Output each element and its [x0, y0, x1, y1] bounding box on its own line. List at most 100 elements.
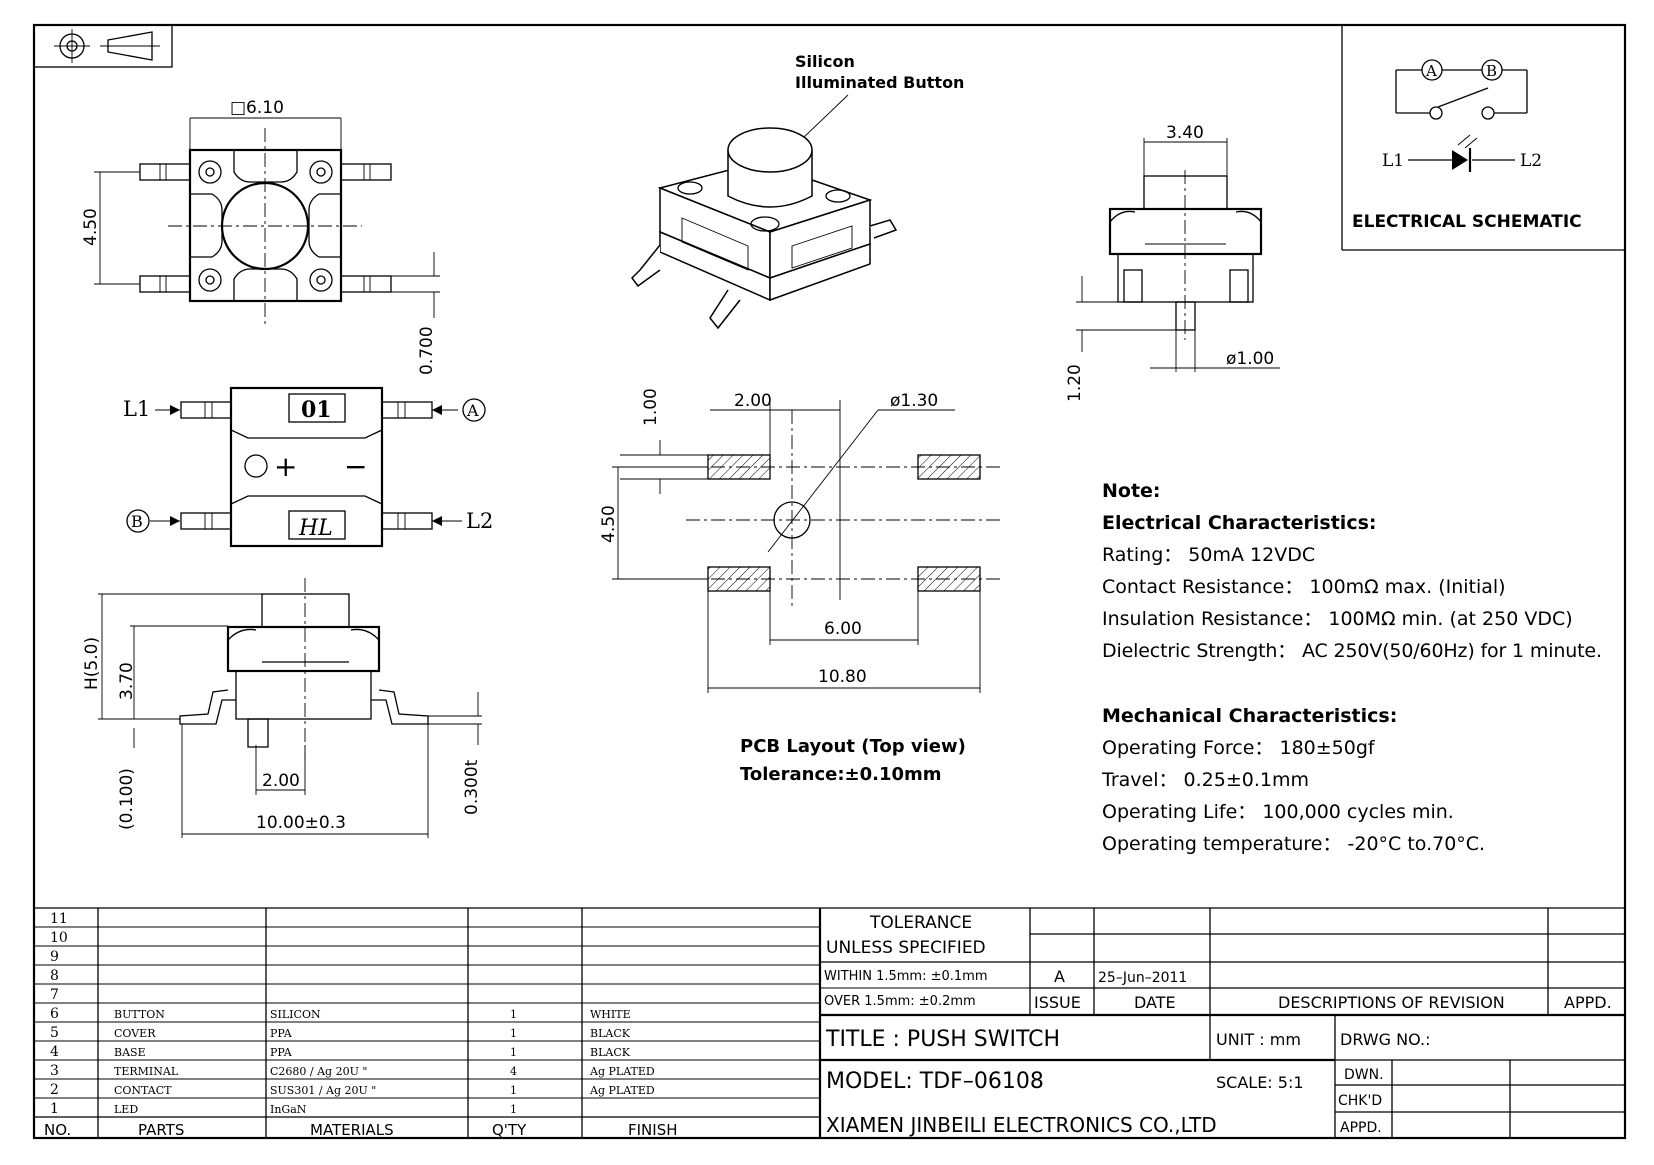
- bom-cell-finish: Ag PLATED: [589, 1065, 655, 1078]
- date-value: 25–Jun–2011: [1098, 970, 1187, 986]
- notes: Note: Electrical Characteristics: Rating…: [1101, 480, 1602, 855]
- bom-cell-material: InGaN: [270, 1103, 307, 1116]
- dim-lead-width: 0.700: [417, 326, 437, 375]
- pcb-tolerance: Tolerance:±0.10mm: [740, 764, 942, 785]
- bom-cell-qty: 1: [510, 1008, 517, 1021]
- bom-cell-finish: Ag PLATED: [589, 1084, 655, 1097]
- bottom-code: 01: [301, 397, 332, 423]
- electrical-line: Contact Resistance： 100mΩ max. (Initial): [1102, 576, 1506, 598]
- bom-cell-no: 4: [50, 1044, 59, 1060]
- dim-span: 10.00±0.3: [256, 813, 346, 833]
- descriptions-label: DESCRIPTIONS OF REVISION: [1278, 993, 1505, 1012]
- bottom-l2: L2: [466, 509, 493, 533]
- bottom-a: A: [466, 401, 479, 420]
- dim-pin-dia: ø1.00: [1226, 349, 1274, 369]
- tolerance-label: TOLERANCE: [869, 913, 972, 933]
- dwn-label: DWN.: [1344, 1067, 1384, 1083]
- mechanical-line: Operating temperature： -20°C to.70°C.: [1102, 833, 1485, 855]
- bom-cell-qty: 4: [510, 1065, 517, 1078]
- dim-row-pitch: 4.50: [599, 505, 619, 543]
- dim-pitch: 4.50: [81, 208, 101, 246]
- side-view-left: H(5.0) 3.70 (0.100) 2.00 10.00±0.3 0.300…: [82, 578, 482, 838]
- isometric-view: Silicon Illuminated Button: [631, 52, 964, 330]
- schematic-terminal-b: B: [1486, 62, 1497, 80]
- bom-cell-no: 11: [50, 911, 68, 927]
- mechanical-line: Travel： 0.25±0.1mm: [1101, 769, 1309, 791]
- electrical-heading: Electrical Characteristics:: [1102, 512, 1377, 534]
- appd-label: APPD.: [1564, 993, 1612, 1012]
- projection-symbol: [33, 24, 173, 68]
- bom-header: NO.: [44, 1121, 71, 1139]
- dim-hole-dia: ø1.30: [890, 391, 938, 411]
- pcb-layout: 1.00 2.00 ø1.30 4.50 6.00 10.80 PCB Layo…: [599, 388, 1000, 785]
- mechanical-line: Operating Life： 100,000 cycles min.: [1102, 801, 1454, 823]
- side-view-right: 3.40 1.20 ø1.00: [1065, 123, 1280, 402]
- dim-button-dia: 3.40: [1166, 123, 1204, 143]
- bom-cell-part: COVER: [114, 1027, 156, 1040]
- bom-header: FINISH: [628, 1121, 678, 1139]
- dim-height: H(5.0): [82, 637, 102, 690]
- bom-cell-qty: 1: [510, 1103, 517, 1116]
- electrical-line: Insulation Resistance： 100MΩ min. (at 25…: [1102, 608, 1573, 630]
- bottom-minus: −: [344, 450, 367, 483]
- model-label: MODEL: TDF–06108: [826, 1069, 1044, 1094]
- chkd-label: CHK'D: [1338, 1093, 1382, 1109]
- issue-label: ISSUE: [1034, 993, 1081, 1012]
- bom-cell-no: 3: [50, 1063, 59, 1079]
- electrical-schematic: A B L1 L2 ELECTRICAL SCHEMATIC: [1341, 25, 1625, 251]
- bottom-plus: +: [274, 450, 297, 483]
- bom-cell-material: PPA: [270, 1046, 293, 1059]
- bom-cell-no: 1: [50, 1101, 59, 1117]
- drawing-title: TITLE : PUSH SWITCH: [825, 1027, 1060, 1052]
- drawing-number: DRWG NO.:: [1340, 1030, 1430, 1049]
- mechanical-line: Operating Force： 180±50gf: [1102, 737, 1376, 759]
- bottom-l1: L1: [123, 397, 150, 421]
- bom-cell-material: SILICON: [270, 1008, 321, 1021]
- bom-cell-no: 9: [50, 949, 59, 965]
- issue-value: A: [1054, 967, 1065, 986]
- dim-body-size: □6.10: [230, 98, 284, 118]
- schematic-terminal-a: A: [1425, 62, 1437, 80]
- mechanical-heading: Mechanical Characteristics:: [1102, 705, 1397, 727]
- dim-outer-span: 10.80: [818, 667, 867, 687]
- dim-body-height: 3.70: [117, 662, 137, 700]
- bom-cell-no: 10: [50, 930, 68, 946]
- date-label: DATE: [1134, 993, 1176, 1012]
- bom-cell-no: 8: [50, 968, 59, 984]
- unit-label: UNIT : mm: [1216, 1030, 1301, 1049]
- electrical-line: Dielectric Strength： AC 250V(50/60Hz) fo…: [1102, 640, 1602, 662]
- bom-header: MATERIALS: [310, 1121, 394, 1139]
- bom-header: Q'TY: [492, 1121, 527, 1139]
- bom-cell-no: 7: [50, 987, 59, 1003]
- bottom-view: L1 A B L2 01 HL + −: [123, 386, 493, 548]
- bom-cell-part: LED: [114, 1103, 138, 1116]
- bom-cell-qty: 1: [510, 1084, 517, 1097]
- schematic-l1: L1: [1382, 151, 1404, 171]
- appd-sign-label: APPD.: [1340, 1120, 1382, 1136]
- bom-cell-part: TERMINAL: [114, 1065, 179, 1078]
- dim-pin-length: 1.20: [1065, 364, 1085, 402]
- bottom-b: B: [131, 512, 143, 531]
- bottom-logo: HL: [298, 516, 333, 541]
- bom-cell-part: CONTACT: [114, 1084, 172, 1097]
- iso-label-line1: Silicon: [795, 52, 855, 71]
- schematic-l2: L2: [1520, 151, 1542, 171]
- iso-label-line2: Illuminated Button: [795, 73, 964, 92]
- bom-cell-finish: BLACK: [590, 1046, 631, 1059]
- scale-label: SCALE: 5:1: [1216, 1073, 1304, 1092]
- tolerance-over: OVER 1.5mm: ±0.2mm: [824, 994, 976, 1009]
- bom-cell-part: BASE: [114, 1046, 146, 1059]
- notes-heading: Note:: [1102, 480, 1161, 502]
- bom-header: PARTS: [138, 1121, 184, 1139]
- top-view: □6.10 4.50 0.700: [81, 98, 440, 375]
- bom-cell-part: BUTTON: [114, 1008, 165, 1021]
- unless-specified: UNLESS SPECIFIED: [826, 938, 986, 958]
- dim-lead-thickness: 0.300t: [462, 759, 482, 815]
- electrical-line: Rating： 50mA 12VDC: [1102, 544, 1315, 566]
- dim-standoff: (0.100): [117, 768, 137, 830]
- bom-cell-no: 5: [50, 1025, 59, 1041]
- bom-cell-finish: WHITE: [590, 1008, 631, 1021]
- schematic-title: ELECTRICAL SCHEMATIC: [1352, 212, 1582, 232]
